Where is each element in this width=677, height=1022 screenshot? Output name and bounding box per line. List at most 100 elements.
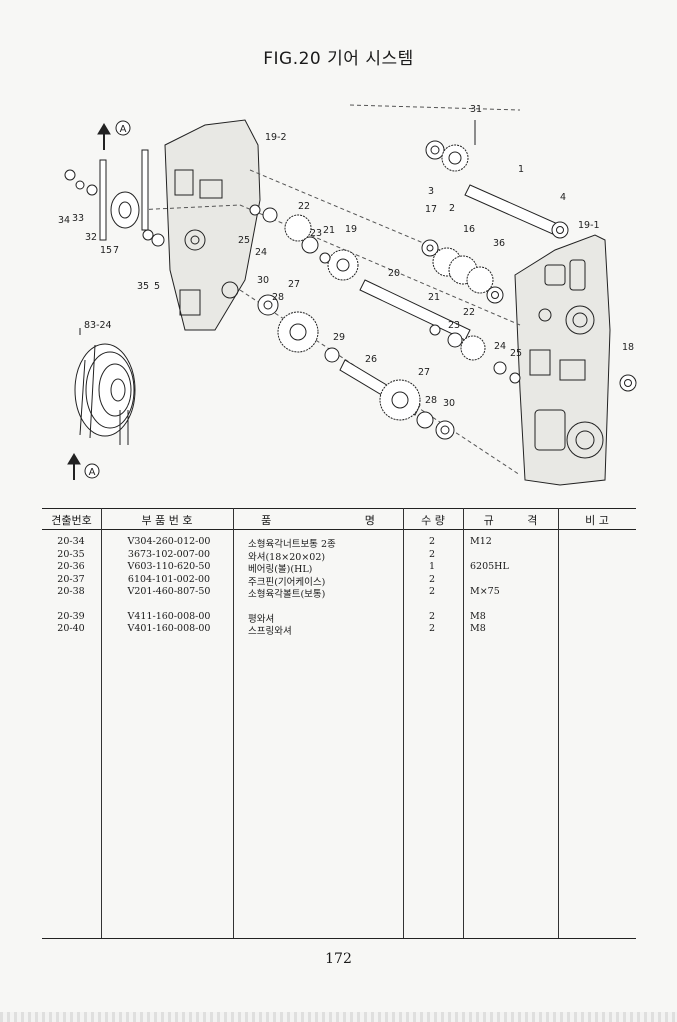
table-header-rule (42, 529, 636, 530)
row-part: V603-110-620-50 (127, 561, 211, 572)
svg-text:25: 25 (510, 348, 522, 359)
table-row: 20-40 V401-160-008-00 스프링와셔 2 M8 (42, 623, 636, 637)
main-shaft-1 (425, 120, 569, 239)
svg-text:1: 1 (518, 164, 524, 175)
gear-case-left (164, 119, 261, 331)
svg-text:19: 19 (345, 224, 357, 235)
row-spec: M12 (470, 536, 492, 547)
svg-text:3: 3 (428, 186, 434, 197)
column-divider (233, 508, 234, 938)
row-spec: M8 (470, 623, 486, 634)
svg-text:18: 18 (622, 342, 634, 353)
svg-text:21: 21 (323, 225, 335, 236)
svg-text:36: 36 (493, 238, 505, 249)
svg-text:24: 24 (255, 247, 267, 258)
svg-text:24: 24 (494, 341, 506, 352)
svg-text:25: 25 (238, 235, 250, 246)
header-note: 비 고 (585, 514, 609, 527)
svg-text:31: 31 (470, 104, 482, 115)
column-divider (558, 508, 559, 938)
svg-text:27: 27 (418, 367, 430, 378)
row-part: V401-160-008-00 (127, 623, 211, 634)
row-qty: 2 (428, 586, 436, 597)
column-divider (101, 508, 102, 938)
gear-case-right (514, 234, 611, 486)
svg-text:16: 16 (463, 224, 475, 235)
svg-text:30: 30 (443, 398, 455, 409)
svg-text:19-2: 19-2 (265, 132, 287, 143)
row-name: 스프링와셔 (248, 626, 292, 637)
svg-text:7: 7 (113, 245, 119, 256)
svg-text:21: 21 (428, 292, 440, 303)
svg-text:26: 26 (365, 354, 377, 365)
svg-text:22: 22 (463, 307, 475, 318)
figure-title: FIG.20 기어 시스템 (263, 49, 414, 69)
row-part: V201-460-807-50 (127, 586, 211, 597)
table-row: 20-34 V304-260-012-00 소형육각너트보통 2종 2 M12 (42, 536, 636, 550)
header-spec: 규 격 (483, 514, 538, 527)
column-divider (403, 508, 404, 938)
table-row: 20-35 3673-102-007-00 와셔(18×20×02) 2 (42, 548, 636, 563)
svg-text:23: 23 (310, 228, 322, 239)
row-part: 3673-102-007-00 (127, 548, 211, 560)
svg-text:20: 20 (388, 268, 400, 279)
row-part: V411-160-008-00 (127, 610, 211, 622)
table-top-rule (42, 508, 636, 509)
svg-text:2: 2 (449, 203, 455, 214)
row-qty: 1 (428, 561, 436, 572)
parts-list: 20-34 V304-260-012-00 소형육각너트보통 2종 2 M12 … (42, 536, 636, 637)
svg-text:23: 23 (448, 320, 460, 331)
svg-text:30: 30 (257, 275, 269, 286)
row-name: 소형육각너트보통 2종 (248, 539, 336, 550)
bearing-18 (619, 374, 637, 392)
row-no: 20-34 (57, 536, 85, 547)
row-no: 20-38 (57, 586, 85, 597)
row-qty: 2 (428, 548, 436, 560)
svg-text:28: 28 (272, 292, 284, 303)
row-no: 20-37 (57, 573, 85, 585)
page-number: 172 (325, 951, 352, 967)
svg-text:35: 35 (137, 281, 149, 292)
svg-text:27: 27 (288, 279, 300, 290)
row-spec: M8 (470, 610, 486, 622)
row-qty: 2 (428, 623, 436, 634)
row-name: 평와셔 (248, 613, 275, 625)
table-row: 20-37 6104-101-002-00 주크핀(기어케이스) 2 (42, 573, 636, 588)
scan-edge-artifact (0, 1012, 677, 1022)
svg-text:15: 15 (100, 245, 112, 256)
svg-text:33: 33 (72, 213, 84, 224)
row-name: 베어링(볼)(HL) (248, 564, 313, 575)
row-no: 20-39 (57, 610, 85, 622)
svg-text:83-24: 83-24 (84, 320, 112, 331)
arrow-a-bottom: A (67, 453, 100, 480)
header-no: 견출번호 (51, 514, 92, 527)
row-spec: M×75 (470, 586, 500, 597)
svg-text:32: 32 (85, 232, 97, 243)
svg-text:4: 4 (560, 192, 566, 203)
column-divider (463, 508, 464, 938)
svg-text:A: A (120, 124, 127, 135)
row-name: 주크핀(기어케이스) (248, 576, 326, 588)
shaft-20 (249, 204, 471, 341)
svg-text:17: 17 (425, 204, 437, 215)
upper-gear-cluster (421, 239, 504, 304)
table-row: 20-39 V411-160-008-00 평와셔 2 M8 (42, 610, 636, 625)
exploded-gear-diagram: A A 31 1 4 19-1 19-2 3 2 17 16 36 18 22 … (0, 90, 677, 490)
svg-text:19-1: 19-1 (578, 220, 600, 231)
svg-text:28: 28 (425, 395, 437, 406)
arrow-a-top: A (97, 120, 131, 150)
svg-text:34: 34 (58, 215, 70, 226)
pulley-83-24 (74, 328, 136, 445)
row-no: 20-35 (57, 548, 85, 560)
row-qty: 2 (428, 610, 436, 622)
pulley-bracket (64, 149, 165, 247)
row-name: 와셔(18×20×02) (248, 551, 326, 563)
table-bottom-rule (42, 938, 636, 939)
header-qty: 수 량 (421, 514, 445, 527)
row-spec: 6205HL (470, 561, 509, 572)
row-qty: 2 (428, 536, 436, 547)
svg-text:29: 29 (333, 332, 345, 343)
svg-text:5: 5 (154, 281, 160, 292)
row-name: 소형육각볼트(보통) (248, 589, 326, 600)
row-part: V304-260-012-00 (127, 536, 211, 547)
